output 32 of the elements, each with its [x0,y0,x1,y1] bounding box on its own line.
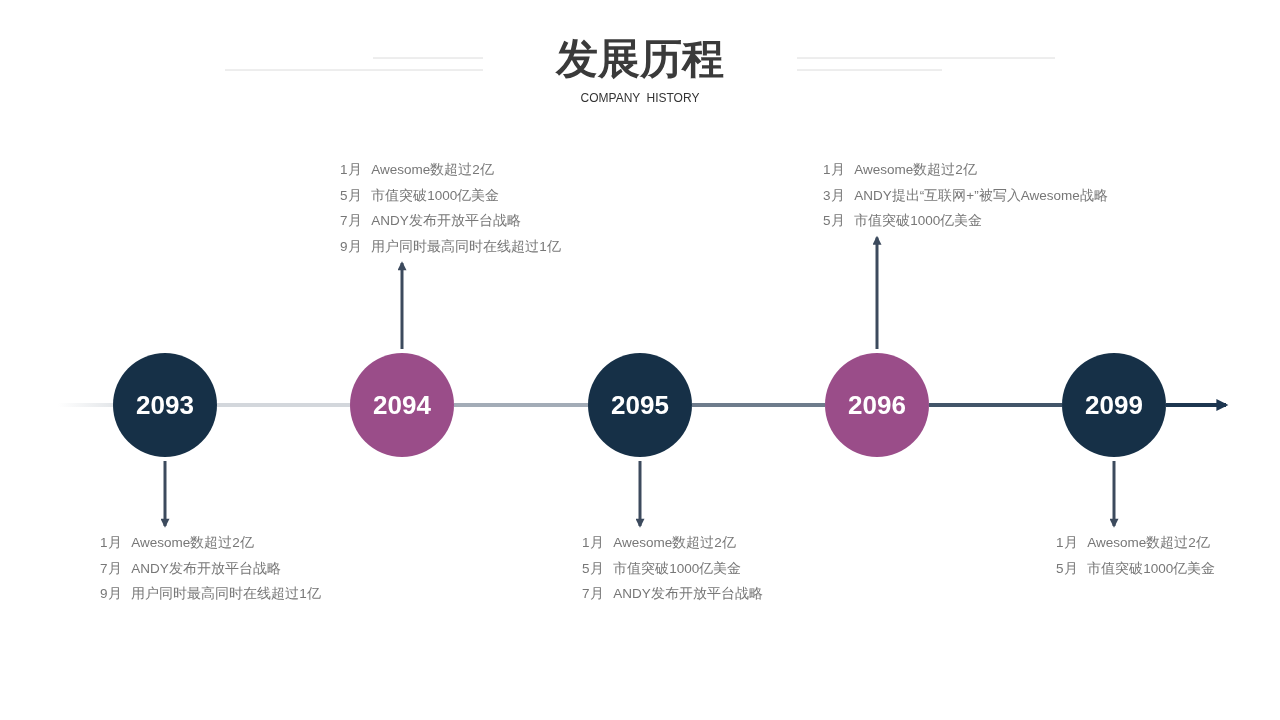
event-text: 3月 ANDY提出“互联网+”被写入Awesome战略 [823,186,1108,205]
event-text: 1月 Awesome数超过2亿 [582,534,736,552]
event-text: 7月 ANDY发布开放平台战略 [100,559,281,578]
year-label: 2096 [848,390,906,420]
year-label: 2095 [611,390,669,420]
event-text: 5月 市值突破1000亿美金 [340,186,500,205]
timeline-line [454,403,588,407]
event-text: 7月 ANDY发布开放平台战略 [582,585,763,603]
timeline-line [217,403,350,407]
subtitle: COMPANY HISTORY [580,91,700,106]
event-text: 9月 用户同时最高同时在线超过1亿 [100,585,321,603]
arrow [397,261,407,349]
event-text: 1月 Awesome数超过2亿 [823,161,977,179]
timeline-line [692,403,825,407]
arrow [872,235,882,349]
year-label: 2093 [136,390,194,420]
event-text: 5月 市值突破1000亿美金 [823,212,983,230]
event-text: 9月 用户同时最高同时在线超过1亿 [340,237,561,256]
year-label: 2094 [373,390,431,420]
timeline-arrow [1166,399,1229,411]
event-text: 1月 Awesome数超过2亿 [1056,534,1210,552]
arrow [160,461,170,528]
year-label: 2099 [1085,390,1143,420]
timeline-line [929,403,1062,407]
event-text: 7月 ANDY发布开放平台战略 [340,212,521,230]
title: 发展历程 [556,34,724,84]
event-text: 5月 市值突破1000亿美金 [582,559,742,578]
event-text: 5月 市值突破1000亿美金 [1056,559,1216,578]
event-text: 1月 Awesome数超过2亿 [340,161,494,179]
arrow [1109,461,1119,528]
event-text: 1月 Awesome数超过2亿 [100,534,254,552]
arrow [635,461,645,528]
